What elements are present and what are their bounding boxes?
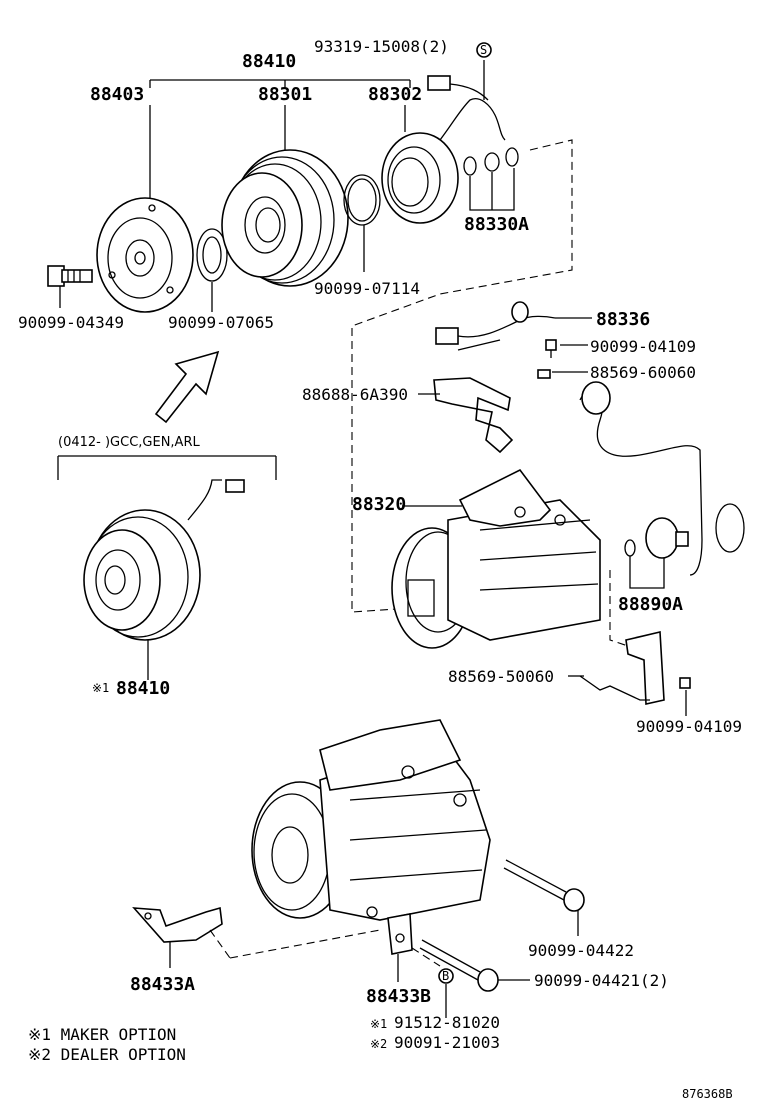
label-91512-81020: 91512-81020 xyxy=(394,1013,500,1032)
label-88336: 88336 xyxy=(596,309,650,330)
figure-code: 876368B xyxy=(682,1087,733,1101)
harness-88336 xyxy=(435,301,592,351)
clutch-hub-88403 xyxy=(96,105,194,313)
clip-88569-50060 xyxy=(568,570,691,716)
label-88890A: 88890A xyxy=(618,594,683,615)
label-90099-04349: 90099-04349 xyxy=(18,313,124,332)
label-90099-04422: 90099-04422 xyxy=(528,941,634,960)
option-bracket xyxy=(57,455,277,480)
label-88433B: 88433B xyxy=(366,986,431,1007)
label-93319-15008: 93319-15008(2) xyxy=(314,37,449,56)
plug-91512-81020: B xyxy=(438,968,454,1018)
screw-93319-15008: S xyxy=(476,42,492,100)
shim-90099-07065 xyxy=(196,228,228,312)
bolt-90099-04422 xyxy=(503,859,585,936)
label-88569-60060: 88569-60060 xyxy=(590,363,696,382)
circle-s-label: S xyxy=(480,43,487,57)
pulley-88301 xyxy=(221,105,349,287)
label-88330A: 88330A xyxy=(464,214,529,235)
stator-coil-88302 xyxy=(381,75,506,224)
bolt-90099-04349 xyxy=(47,265,93,308)
label-88410-bottom: 88410 xyxy=(116,678,170,699)
bracket-88688-6A390 xyxy=(418,377,514,454)
circle-b-label: B xyxy=(442,969,449,983)
label-88410-bottom-mark: ※1 xyxy=(92,681,109,695)
label-91512-mark: ※1 xyxy=(370,1017,387,1031)
label-90091-mark: ※2 xyxy=(370,1037,387,1051)
legend-dealer-option: ※2 DEALER OPTION xyxy=(28,1045,186,1064)
label-90099-07114: 90099-07114 xyxy=(314,279,420,298)
label-90099-04109-lower: 90099-04109 xyxy=(636,717,742,736)
legend-maker-option: ※1 MAKER OPTION xyxy=(28,1025,176,1044)
label-88403: 88403 xyxy=(90,84,144,105)
bracket-88433B xyxy=(387,913,441,982)
clutch-assembly-88410-alt xyxy=(83,479,245,680)
label-88569-50060: 88569-50060 xyxy=(448,667,554,686)
label-range-note: (0412- )GCC,GEN,ARL xyxy=(58,435,200,450)
bracket-88410 xyxy=(149,79,411,88)
port-88890A xyxy=(579,381,745,589)
snap-ring-90099-07114 xyxy=(343,174,381,272)
bolt-90099-04109-upper xyxy=(545,339,588,358)
shims-88330A xyxy=(463,147,519,211)
label-88433A: 88433A xyxy=(130,974,195,995)
label-88320: 88320 xyxy=(352,494,406,515)
label-90091-21003: 90091-21003 xyxy=(394,1033,500,1052)
bracket-88433A xyxy=(132,906,381,968)
label-88688-6A390: 88688-6A390 xyxy=(302,385,408,404)
label-88301: 88301 xyxy=(258,84,312,105)
compressor-88320 xyxy=(391,468,601,649)
label-88302: 88302 xyxy=(368,84,422,105)
compressor-lower xyxy=(251,719,491,921)
arrow-indicator xyxy=(154,350,220,424)
clip-88569-60060 xyxy=(537,369,588,379)
bolt-90099-04421 xyxy=(419,939,530,992)
label-90099-07065: 90099-07065 xyxy=(168,313,274,332)
label-90099-04421: 90099-04421(2) xyxy=(534,971,669,990)
label-90099-04109-upper: 90099-04109 xyxy=(590,337,696,356)
label-88410-top: 88410 xyxy=(242,51,296,72)
